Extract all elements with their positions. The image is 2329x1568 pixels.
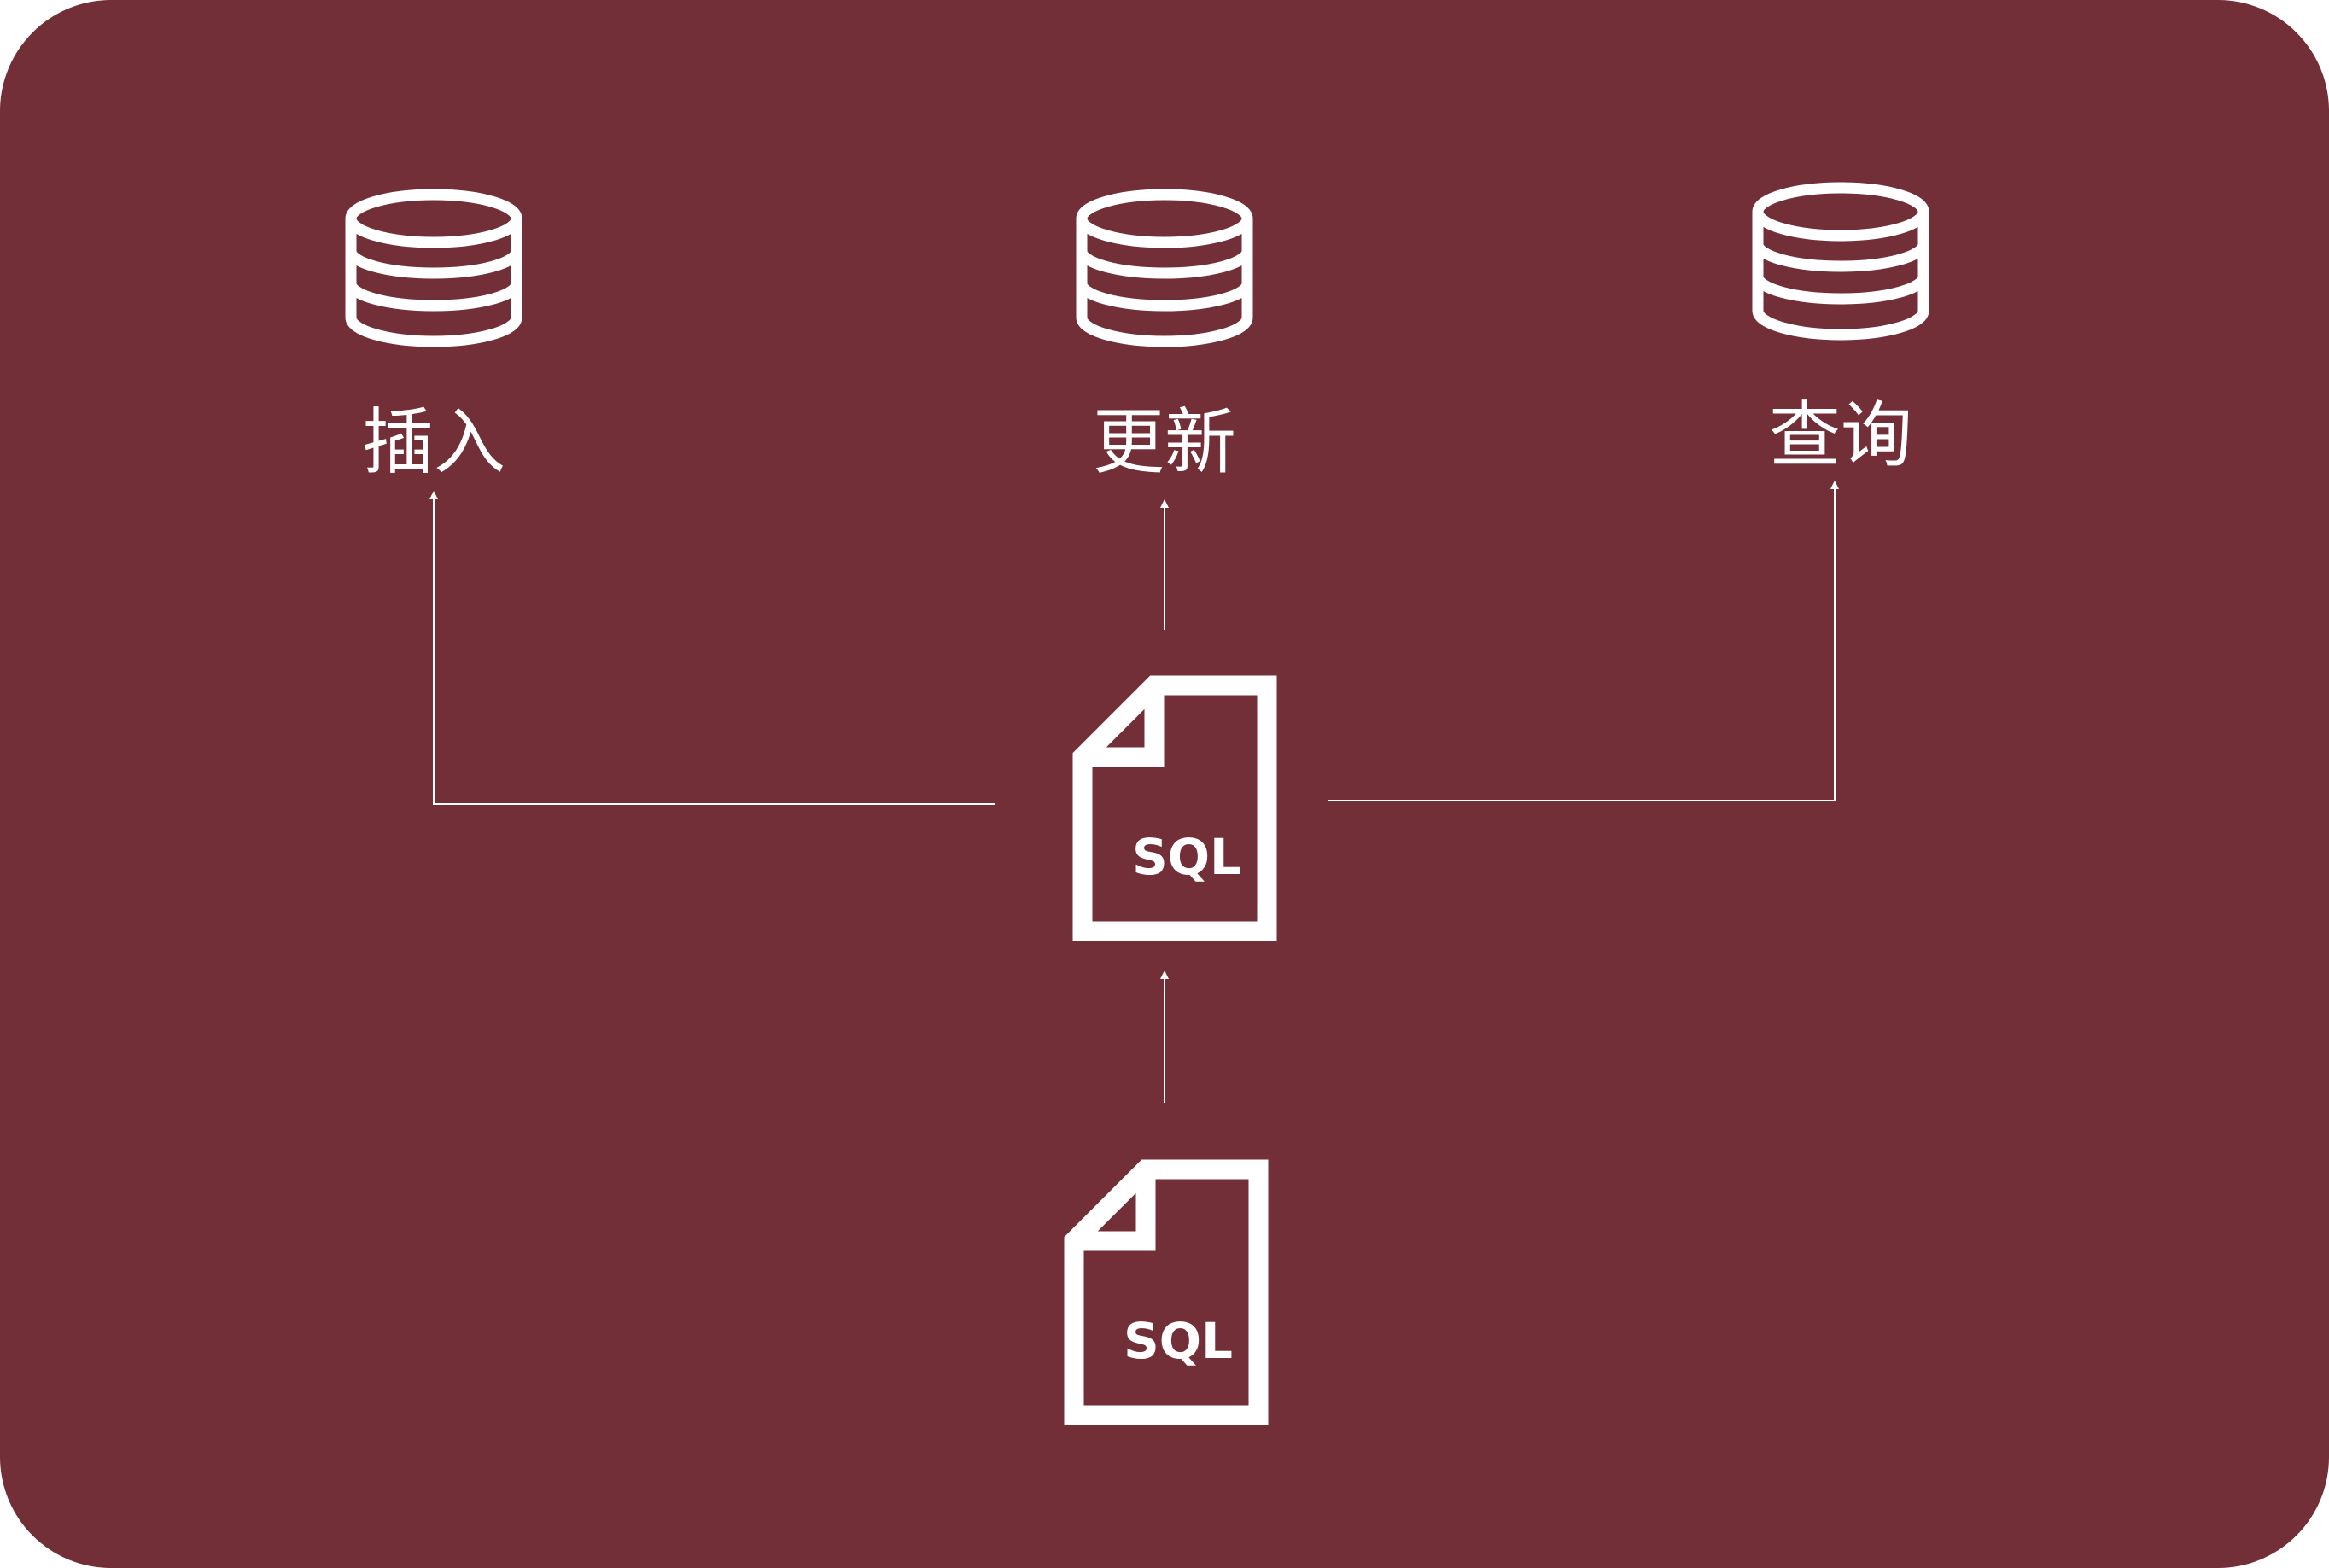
- query-label: 查询: [1769, 393, 1912, 477]
- connector-to-insert: [429, 491, 995, 805]
- sql-source-label: SQL: [1124, 1312, 1233, 1370]
- insert-node: 插入: [351, 195, 517, 484]
- sql-main-node: SQL: [1083, 685, 1267, 931]
- sql-source-node: SQL: [1074, 1169, 1258, 1415]
- insert-label: 插入: [362, 400, 505, 484]
- update-label: 更新: [1093, 400, 1236, 484]
- connector-to-query: [1328, 481, 1839, 801]
- sql-main-label: SQL: [1132, 828, 1241, 886]
- update-node: 更新: [1082, 195, 1247, 484]
- query-node: 查询: [1758, 188, 1923, 477]
